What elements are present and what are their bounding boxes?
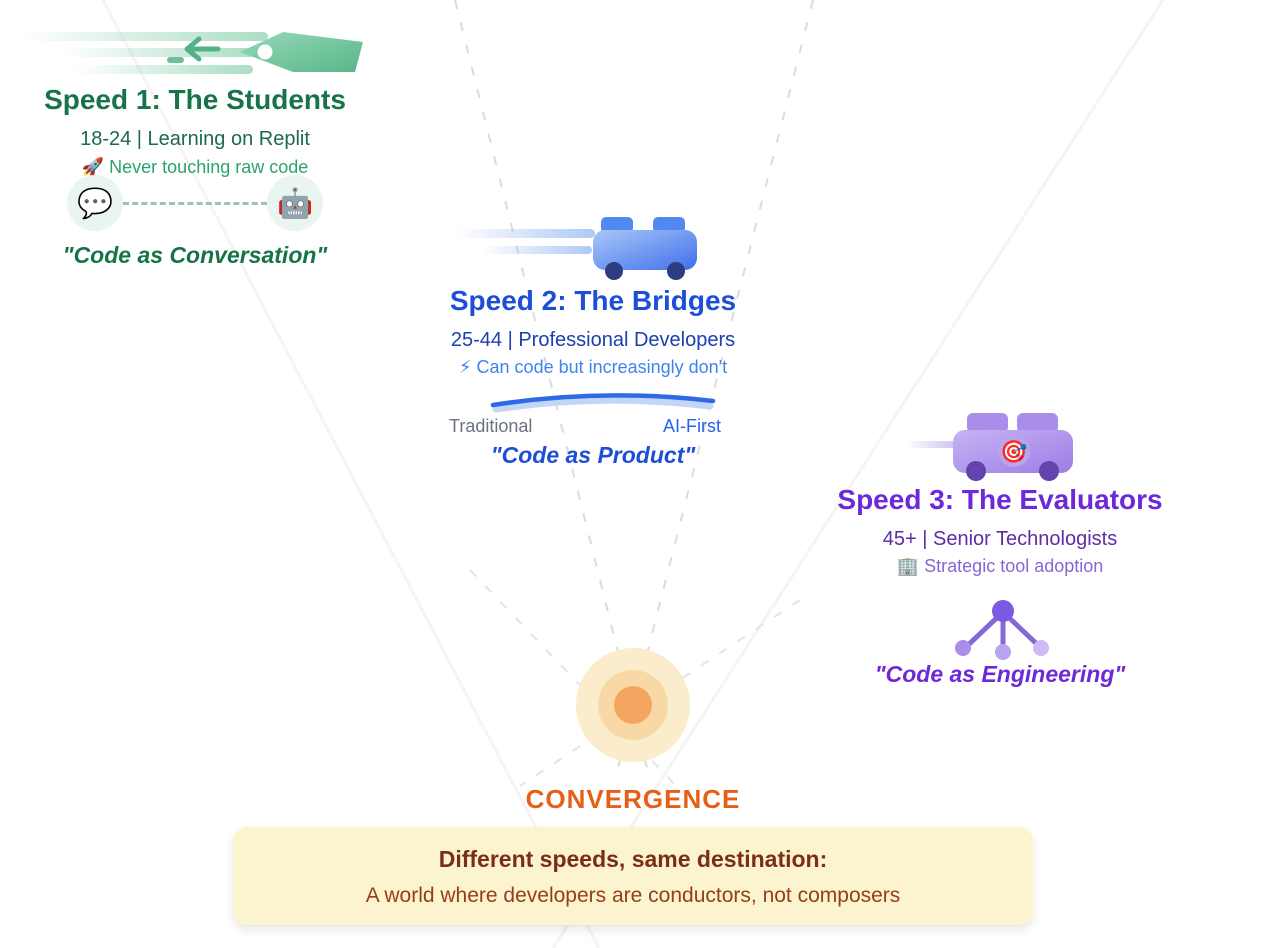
speed2-trait: ⚡ Can code but increasingly don't <box>413 356 773 379</box>
footer-subheading: A world where developers are conductors,… <box>365 884 901 907</box>
train-wheel <box>605 262 623 280</box>
train-bump <box>967 413 1008 433</box>
robot-icon: 🤖 <box>267 175 323 231</box>
speed-line <box>60 48 255 57</box>
pen-nib <box>240 32 363 72</box>
convergence-group: CONVERGENCE <box>513 648 753 815</box>
network-leaf-node <box>995 644 1011 660</box>
network-leaf-node <box>1033 640 1049 656</box>
speed3-group: 🎯 Speed 3: The Evaluators 45+ | Senior T… <box>820 405 1180 688</box>
speed-line <box>73 65 253 74</box>
spectrum-labels: Traditional AI-First <box>413 415 773 437</box>
target-icon: 🎯 <box>1000 439 1027 464</box>
speed3-title: Speed 3: The Evaluators <box>837 484 1163 515</box>
office-building-icon: 🏢 <box>896 556 920 577</box>
speed-line <box>20 32 268 41</box>
dashed-line-inner-left <box>469 569 681 791</box>
speed2-title: Speed 2: The Bridges <box>449 285 737 316</box>
convergence-label: CONVERGENCE <box>525 784 741 814</box>
footer-callout: Different speeds, same destination: A wo… <box>233 827 1033 925</box>
blue-train-icon <box>455 217 697 280</box>
speed2-demographic: 25-44 | Professional Developers <box>450 329 736 351</box>
rocket-icon: 🚀 <box>81 157 105 178</box>
target-badge <box>998 435 1030 467</box>
speed1-trait: 🚀 Never touching raw code <box>15 156 375 179</box>
lightning-icon: ⚡ <box>458 357 472 378</box>
convergence-ring-middle <box>598 670 668 740</box>
purple-train-icon: 🎯 <box>905 413 1073 481</box>
left-arrow-icon <box>184 36 221 62</box>
speed3-demographic: 45+ | Senior Technologists <box>882 528 1118 550</box>
speed1-trait-text: Never touching raw code <box>109 157 309 177</box>
train-body <box>593 230 697 270</box>
speed-line <box>480 246 592 254</box>
pen-nib-hole <box>257 44 273 60</box>
convergence-core <box>614 686 652 724</box>
speed1-quote: "Code as Conversation" <box>62 242 328 268</box>
speed-line <box>905 441 957 448</box>
speed3-trait: 🏢 Strategic tool adoption <box>820 555 1180 578</box>
train-bump <box>601 217 633 233</box>
speed2-group: Speed 2: The Bridges 25-44 | Professiona… <box>413 210 773 469</box>
speed3-trait-text: Strategic tool adoption <box>924 556 1104 576</box>
train-wheel <box>667 262 685 280</box>
speed3-quote: "Code as Engineering" <box>874 661 1126 687</box>
spectrum-left-label: Traditional <box>449 416 533 436</box>
dashed-line-left <box>454 0 649 773</box>
train-wheel <box>966 461 986 481</box>
speed2-trait-text: Can code but increasingly don't <box>476 357 728 377</box>
faint-line-right <box>551 0 1165 948</box>
footer-heading: Different speeds, same destination: <box>438 846 828 872</box>
dashed-connector <box>123 201 267 205</box>
bridge-deck-shadow <box>492 396 714 413</box>
bridge-icon <box>490 393 716 413</box>
speed1-demographic: 18-24 | Learning on Replit <box>80 128 310 150</box>
speed-line <box>455 229 595 238</box>
speed1-title: Speed 1: The Students <box>44 84 346 115</box>
pen-icon <box>20 32 363 74</box>
dashed-line-right <box>616 0 814 773</box>
convergence-ring-outer <box>576 648 690 762</box>
bridge-deck <box>490 393 716 408</box>
speed2-quote: "Code as Product" <box>490 442 696 468</box>
train-bump <box>1017 413 1058 433</box>
chat-bubble-icon: 💬 <box>67 175 123 231</box>
network-root-node <box>992 600 1014 622</box>
train-wheel <box>1039 461 1059 481</box>
spectrum-right-label: AI-First <box>663 416 721 436</box>
arrow-dash <box>167 57 184 63</box>
train-bump <box>653 217 685 233</box>
network-tree-icon <box>955 600 1049 660</box>
conversation-row: 💬 🤖 <box>15 175 375 231</box>
speed1-group: Speed 1: The Students 18-24 | Learning o… <box>15 8 375 269</box>
faint-line-left <box>101 0 601 948</box>
network-leaf-node <box>955 640 971 656</box>
